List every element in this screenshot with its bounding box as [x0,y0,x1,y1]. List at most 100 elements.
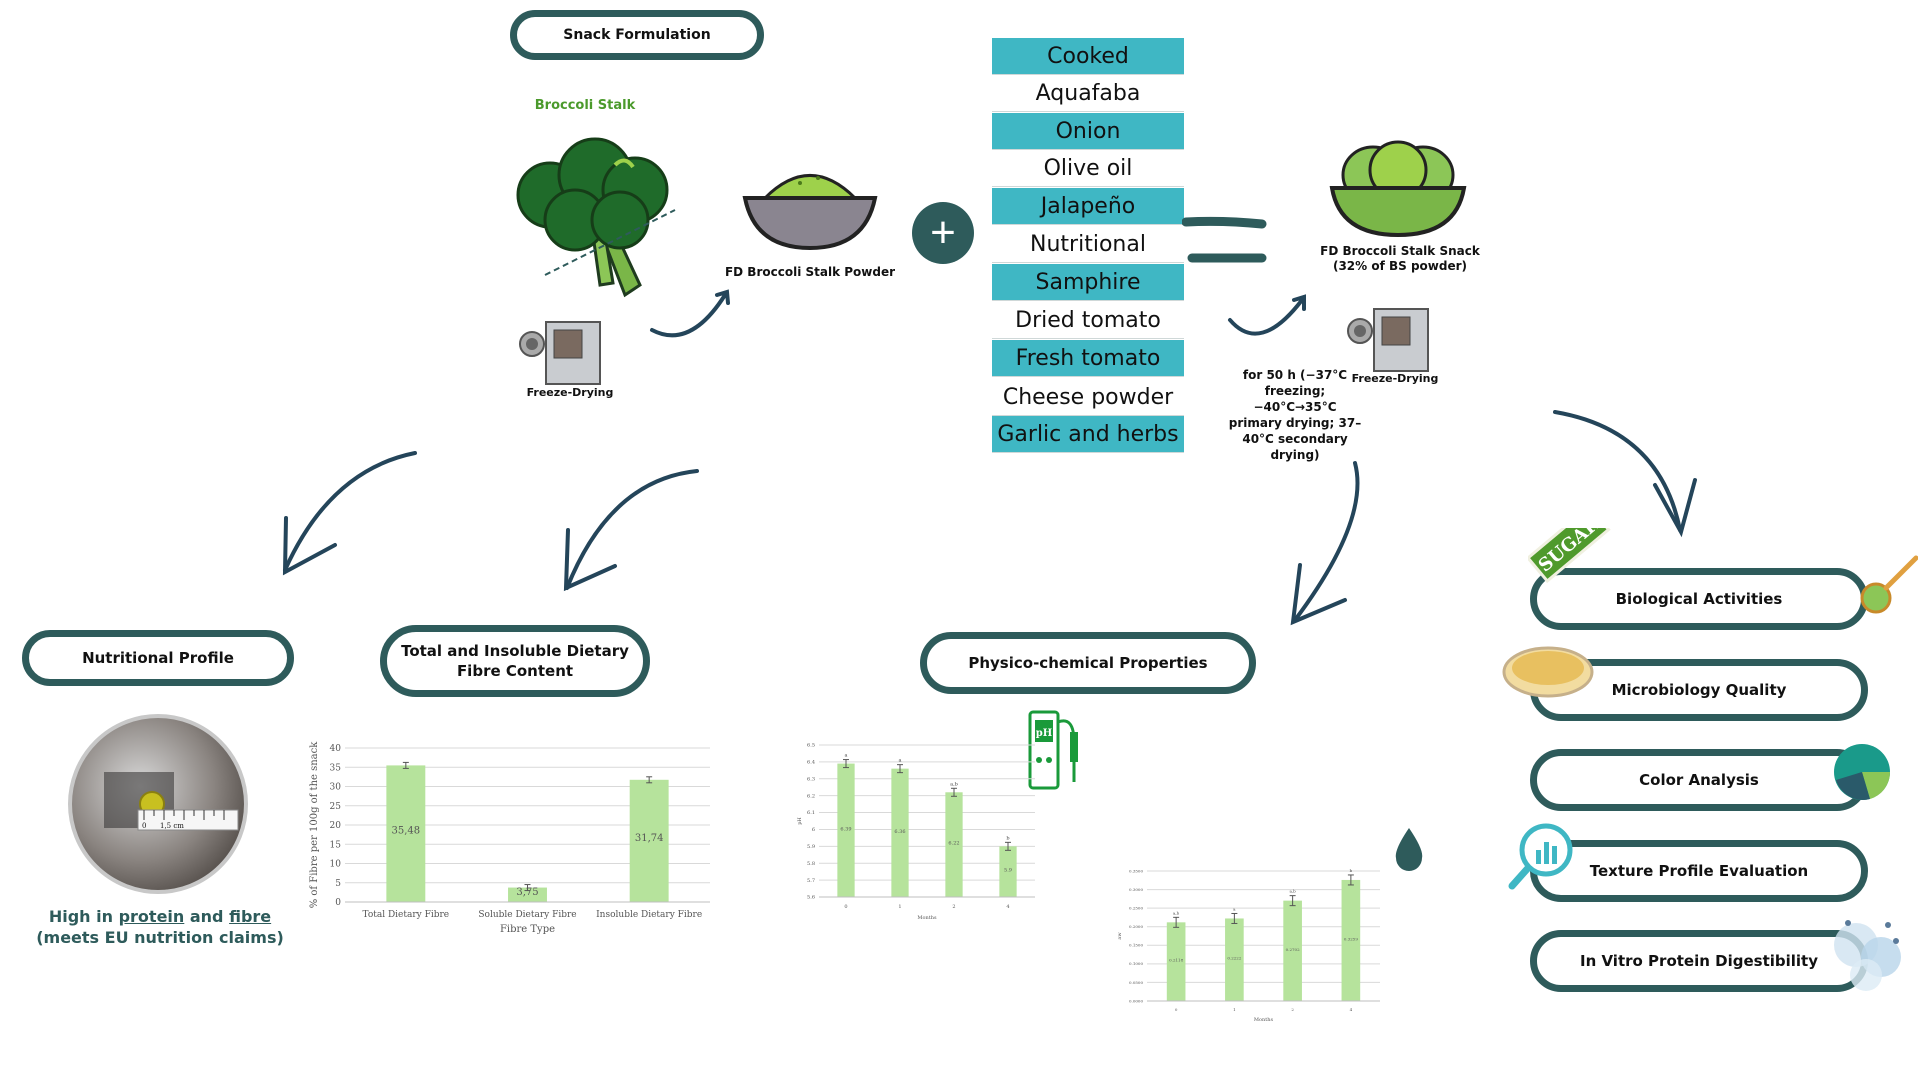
arrow [1293,461,1360,622]
drying-line: drying) [1270,448,1320,462]
broccoli-label: Broccoli Stalk [534,98,636,113]
data-label: 5.9 [1004,868,1012,874]
biological-activities-pill: Biological Activities [1530,568,1868,630]
y-tick-label: 0 [335,898,341,908]
x-tick-label: 1 [1233,1007,1236,1012]
data-label: 6.36 [894,829,905,835]
plus-icon: + [912,202,974,264]
x-tick-label: 0 [844,904,847,910]
y-axis-label: % of Fibre per 100g of the snack [309,741,320,909]
snack-label: FD Broccoli Stalk Snack (32% of BS powde… [1300,244,1500,274]
freeze-dryer-icon [1347,308,1429,372]
ingredient-item: Cooked [992,38,1184,75]
bar [837,763,855,897]
data-label: 35,48 [392,826,421,837]
sugar-text: SUGAR [1535,528,1605,576]
color-pie-icon [1834,744,1891,800]
significance-letter: a [845,753,848,759]
ruler-zero: 0 [142,822,146,830]
nutritional-profile-pill: Nutritional Profile [22,630,294,686]
texture-profile-pill: Texture Profile Evaluation [1530,840,1868,902]
arrow [1292,294,1306,311]
section-label: Nutritional Profile [82,649,234,667]
bar [1225,918,1244,1001]
bar [386,765,426,902]
freeze-drying-label: Freeze-Drying [1351,372,1439,385]
bar [508,887,547,902]
ingredient-item: Onion [992,113,1184,150]
y-tick-label: 25 [330,802,342,812]
ingredient-item: Olive oil [992,150,1184,187]
ingredient-item: Cheese powder [992,379,1184,416]
arrow [715,289,730,305]
color-analysis-pill: Color Analysis [1530,749,1868,811]
bar [999,846,1017,897]
significance-letter: a [899,758,902,764]
snack-photo: 0 1,5 cm [68,714,248,894]
y-tick-label: 6.5 [807,743,815,749]
aw-chart: 0.00000.05000.10000.15000.20000.25000.30… [1117,868,1380,1023]
y-tick-label: 0.1500 [1129,943,1143,948]
magnifier-chart-icon [1508,823,1573,890]
significance-letter: b [1006,835,1009,841]
arrow [1553,410,1682,532]
fibre-content-pill: Total and Insoluble Dietary Fibre Conten… [380,625,650,697]
drying-line: freezing; [1264,384,1326,398]
ph-icon-text: pH [1036,728,1052,739]
y-tick-label: 20 [330,821,342,831]
claim-line1: High in protein and fibre [30,906,290,927]
claim-mid: and [184,907,230,926]
significance-letter: a,b [1173,910,1180,915]
y-tick-label: 10 [330,860,342,870]
y-tick-label: 6 [812,827,815,833]
y-tick-label: 40 [330,744,342,754]
x-tick-label: 0 [1175,1007,1178,1012]
significance-letter: a,b [1290,889,1297,894]
data-label: 31,74 [635,833,664,844]
data-label: 6.22 [948,841,959,847]
ingredient-item: Garlic and herbs [992,416,1184,453]
claim-text: High in protein and fibre (meets EU nutr… [30,906,290,948]
x-tick-label: Insoluble Dietary Fibre [596,910,702,920]
data-label: 0.2222 [1227,956,1241,961]
y-tick-label: 35 [330,763,342,773]
protein-molecule-icon [1834,920,1901,991]
bar [1166,922,1186,1001]
ingredient-item: Aquafaba [992,75,1184,112]
ingredient-item: Samphire [992,264,1184,301]
ph-meter-icon: pH [1028,710,1078,790]
y-tick-label: 6.4 [807,760,815,766]
section-label: Physico-chemical Properties [968,654,1208,672]
drying-line: primary drying; 37– [1228,416,1362,430]
x-tick-label: Total Dietary Fibre [363,910,450,920]
arrow [1290,563,1347,626]
drying-line: 40°C secondary [1242,432,1348,446]
snack-label-line2: (32% of BS powder) [1332,259,1468,273]
y-tick-label: 0.1000 [1129,961,1143,966]
x-axis-label: Months [1254,1017,1274,1023]
significance-letter: a,b [950,781,958,787]
snack-label-line1: FD Broccoli Stalk Snack [1320,244,1480,258]
claim-pre: High in [48,907,119,926]
x-axis-label: Fibre Type [500,924,555,935]
data-label: 6.39 [840,826,851,832]
ingredient-item: Nutritional [992,226,1184,263]
title-pill: Snack Formulation [510,10,764,60]
x-tick-label: 4 [1350,1007,1353,1012]
bar [1341,879,1361,1001]
section-label: Biological Activities [1615,590,1783,608]
data-label: 0.3259 [1344,936,1358,941]
ingredient-item: Jalapeño [992,188,1184,225]
arrow [1228,298,1304,336]
x-tick-label: 2 [1291,1007,1294,1012]
claim-protein: protein [118,907,185,926]
x-tick-label: Soluble Dietary Fibre [478,910,576,920]
y-tick-label: 0.0500 [1129,980,1143,985]
section-label: Fibre Content [456,662,574,680]
y-tick-label: 5.8 [807,861,815,867]
ruler-label: 1,5 cm [160,822,184,830]
physico-chemical-pill: Physico-chemical Properties [920,632,1256,694]
drying-line: −40°C→35°C [1253,400,1337,414]
